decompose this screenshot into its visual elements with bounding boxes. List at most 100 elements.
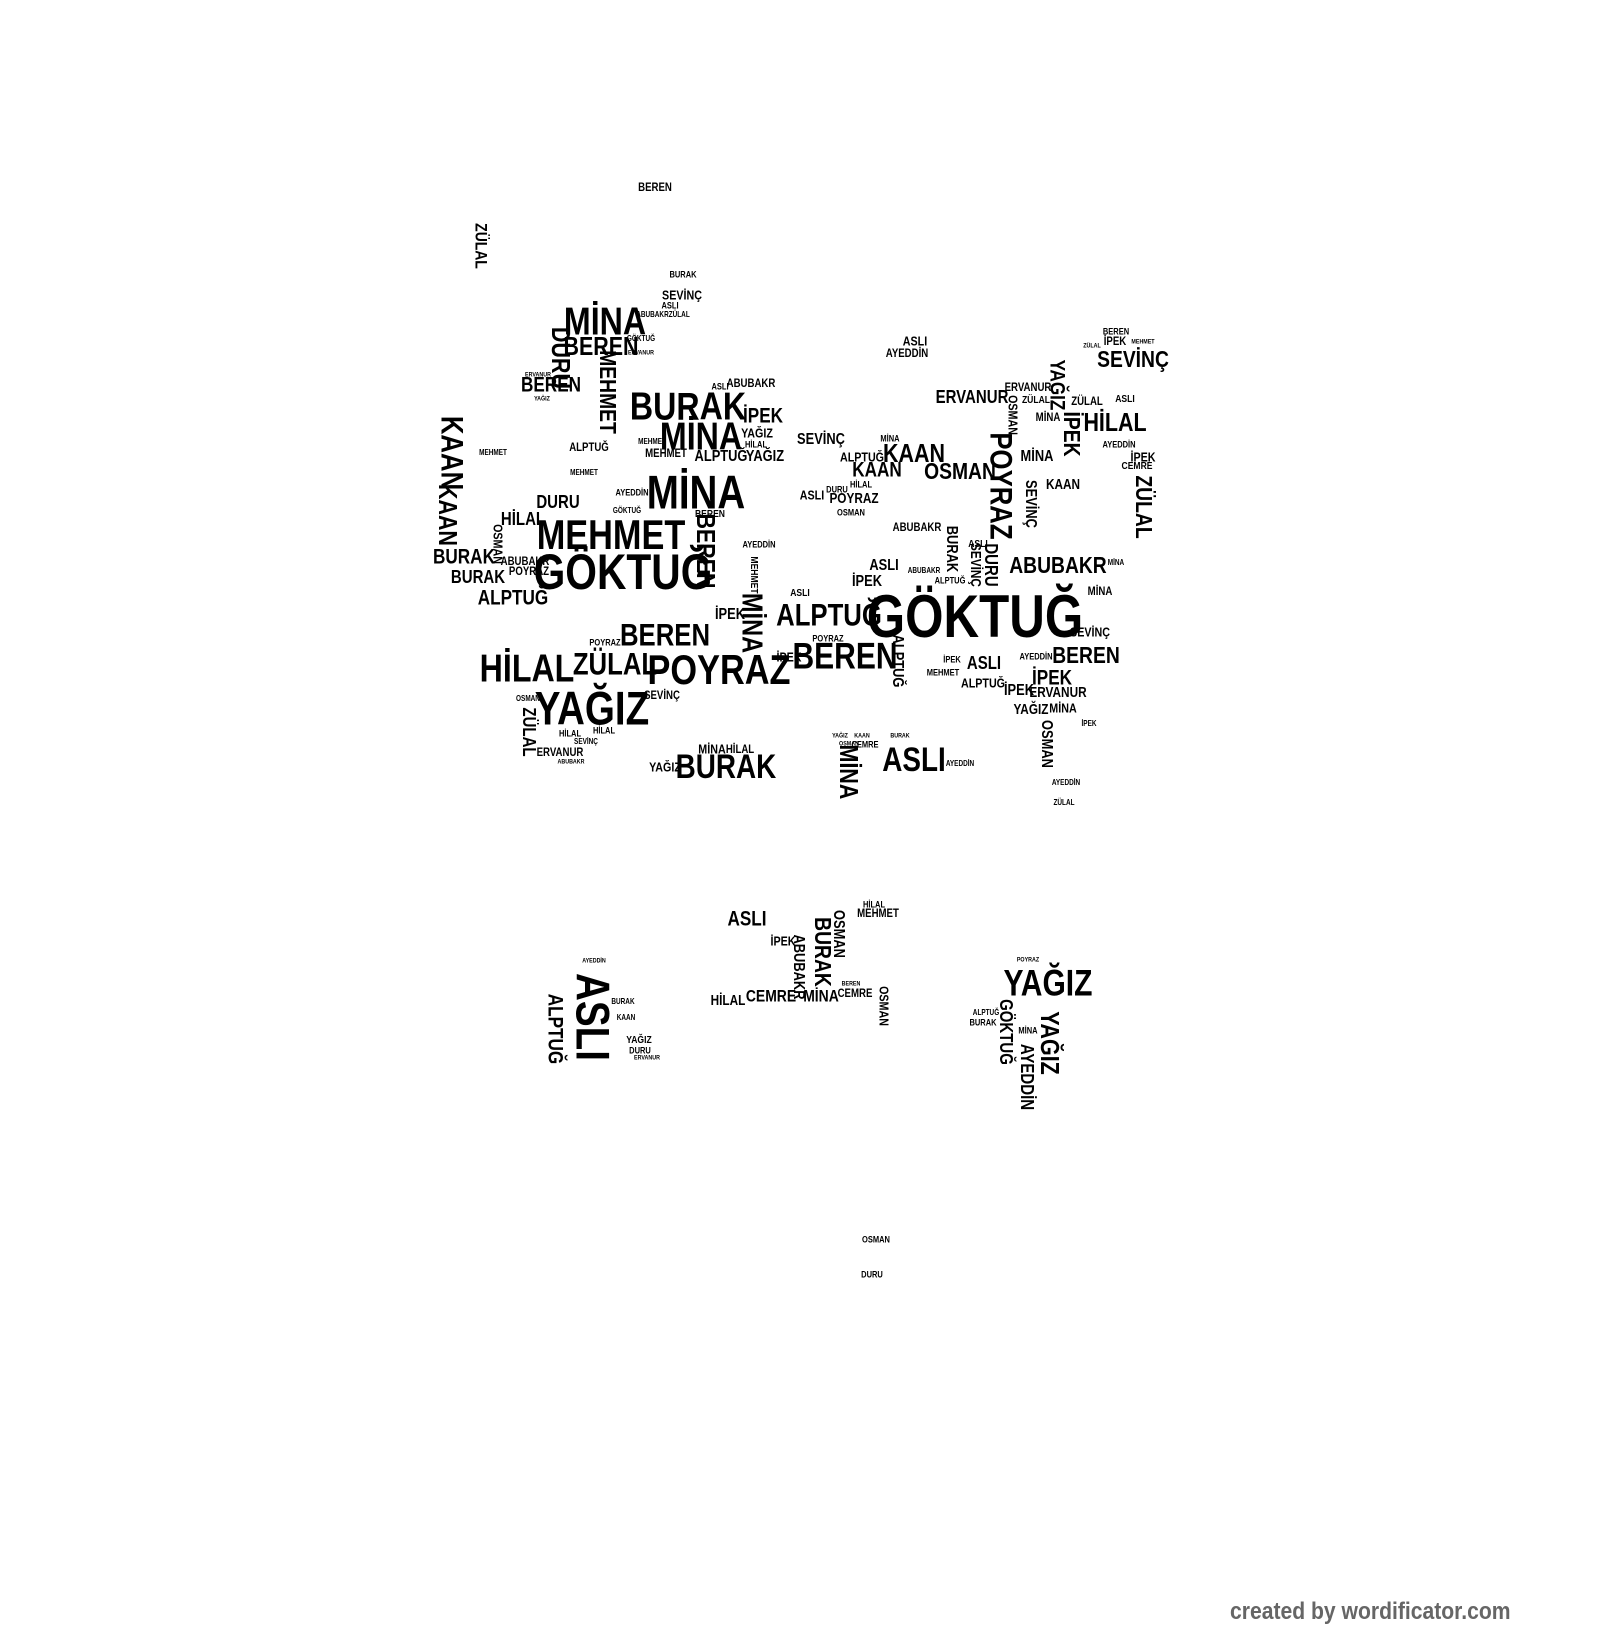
word: ERVANUR <box>1004 381 1052 395</box>
word: YAĞIZ <box>1035 1011 1066 1075</box>
word: YAĞIZ <box>534 681 650 735</box>
word: CEMRE <box>1121 460 1153 472</box>
word: MEHMET <box>1131 338 1155 346</box>
word: SEVİNÇ <box>644 688 681 702</box>
word: İPEK <box>1058 411 1085 457</box>
word: BURAK <box>630 384 747 429</box>
word: MEHMET <box>927 666 960 677</box>
word: ERVANUR <box>1028 685 1087 702</box>
word: KAAN <box>854 733 870 741</box>
word: MİNA <box>834 744 865 800</box>
word: ALPTUĞ <box>694 448 748 466</box>
word: SEVİNÇ <box>573 736 598 746</box>
word: ABUBAKR <box>892 521 942 535</box>
word: ABUBAKR <box>557 758 585 766</box>
word: KAAN <box>432 483 463 546</box>
word: BURAK <box>669 269 697 280</box>
word: HİLAL <box>710 992 746 1009</box>
word: SEVİNÇ <box>1069 624 1110 640</box>
word: HİLAL <box>559 728 582 739</box>
word: HİLAL <box>500 507 546 529</box>
word: OSMAN <box>839 740 860 748</box>
word: MİNA <box>1049 700 1077 716</box>
word: İPEK <box>852 572 883 590</box>
word: ASLI <box>711 381 729 392</box>
word: MEHMET <box>856 907 899 921</box>
word: ZÜLAL <box>1083 343 1101 350</box>
word: ALPTUĞ <box>569 440 609 454</box>
word: ASLI <box>661 300 680 311</box>
word: BURAK <box>969 1017 997 1028</box>
word: AYEDDİN <box>1051 778 1081 788</box>
watermark: created by wordificator.com <box>1230 1598 1511 1625</box>
word: POYRAZ <box>509 565 550 579</box>
word: POYRAZ <box>588 637 621 648</box>
word: YAĞIZ <box>745 448 784 466</box>
word: ZÜLAL <box>471 222 491 269</box>
word: İPEK <box>943 654 961 665</box>
word: HİLAL <box>725 743 754 757</box>
word: BURAK <box>942 525 960 573</box>
word: ALPTUĞ <box>543 994 567 1065</box>
word: İPEK <box>715 606 746 624</box>
word: MİNA <box>1035 411 1061 425</box>
word: OSMAN <box>876 986 892 1027</box>
word: MİNA <box>803 986 839 1006</box>
word: DURU <box>535 490 580 512</box>
word: MİNA <box>646 465 745 519</box>
word: MİNA <box>659 414 742 459</box>
word: ASLI <box>967 652 1002 673</box>
word: SEVİNÇ <box>1022 480 1040 529</box>
word: MEHMET <box>748 556 760 594</box>
word: İPEK <box>1081 718 1097 728</box>
word: SEVİNÇ <box>797 431 846 449</box>
word: GÖKTUĞ <box>534 544 713 601</box>
word: MEHMET <box>569 467 598 477</box>
word: ALPTUĞ <box>839 449 884 465</box>
word: ASLI <box>869 557 899 575</box>
word: ZÜLAL <box>1070 394 1103 408</box>
word: GÖKTUĞ <box>866 583 1084 651</box>
word: İPEK <box>1103 335 1127 349</box>
word: MEHMET <box>536 510 686 558</box>
word: MİNA <box>1107 557 1125 567</box>
word: ZÜLAL <box>1021 394 1050 406</box>
word: KAAN <box>434 415 470 491</box>
word: OSMAN <box>1005 395 1021 436</box>
word: OSMAN <box>924 457 997 484</box>
word: ALPTUĞ <box>477 586 548 610</box>
word: ASLI <box>790 587 810 599</box>
word: YAĞIZ <box>741 425 774 441</box>
word: HİLAL <box>863 899 886 910</box>
word: ASLI <box>566 972 620 1061</box>
word: SEVİNÇ <box>662 287 702 303</box>
word: YAĞIZ <box>626 1034 652 1046</box>
word: BEREN <box>842 981 861 989</box>
word: GÖKTUĞ <box>612 506 641 516</box>
word: MİNA <box>1018 1025 1038 1036</box>
word: HİLAL <box>745 438 768 449</box>
word: BEREN <box>1051 642 1120 669</box>
word: BURAK <box>809 917 836 987</box>
word: POYRAZ <box>812 633 845 644</box>
word: İPEK <box>776 649 802 665</box>
word: MİNA <box>880 433 900 444</box>
word: HİLAL <box>1083 406 1147 437</box>
word: SEVİNÇ <box>967 542 984 587</box>
word: İPEK <box>1032 666 1073 690</box>
word: BURAK <box>450 566 506 588</box>
word: ASLI <box>727 908 767 932</box>
word: AYEDDİN <box>615 487 649 498</box>
word: DURU <box>629 1045 651 1056</box>
word: İPEK <box>742 404 783 428</box>
word: AYEDDİN <box>1019 651 1053 662</box>
word: ERVANUR <box>935 386 1009 408</box>
word: POYRAZ <box>983 432 1019 540</box>
word: AYEDDİN <box>582 958 606 966</box>
word: MİNA <box>735 593 768 654</box>
word: BEREN <box>695 508 726 520</box>
word: ABUBAKR <box>726 376 776 390</box>
word: ALPTUĞ <box>934 574 966 585</box>
word: KAAN <box>851 458 902 482</box>
